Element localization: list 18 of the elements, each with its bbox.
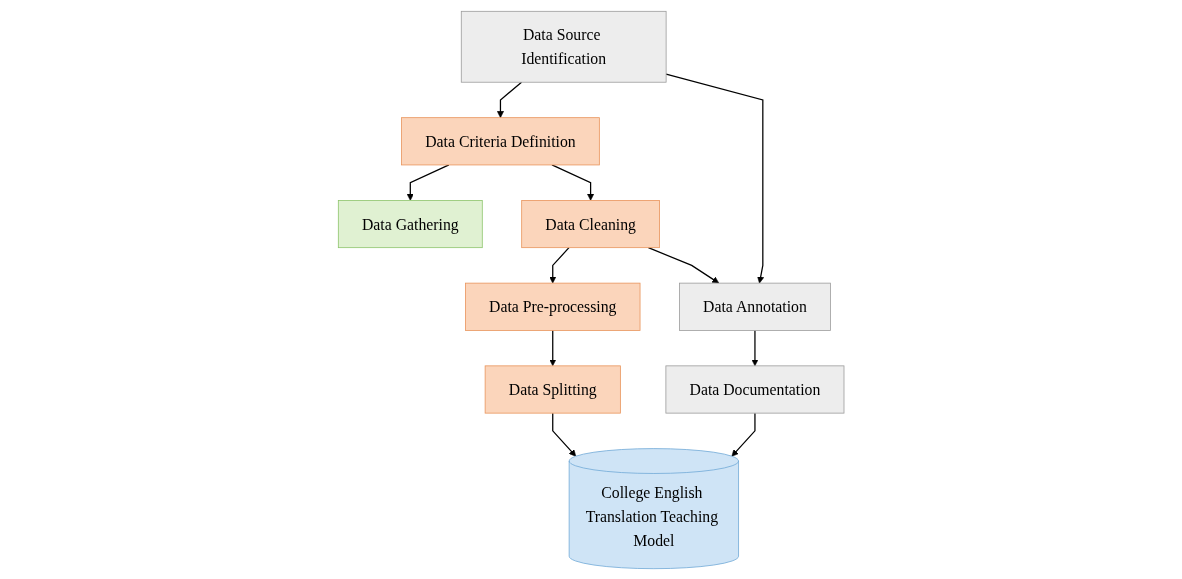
- arrow: [751, 329, 759, 366]
- node-box: Data Documentation: [665, 364, 845, 414]
- arrow: [551, 163, 594, 201]
- arrow: [665, 73, 764, 283]
- node-box: Data Annotation: [678, 282, 831, 331]
- arrow: [496, 81, 522, 118]
- arrow: [647, 246, 719, 283]
- node-box: Data Cleaning: [521, 199, 660, 248]
- arrow: [406, 163, 450, 201]
- node-box: Data Splitting: [484, 364, 621, 414]
- node-box: Data Source Identification: [460, 10, 667, 83]
- arrow: [549, 246, 570, 283]
- node-box: Data Pre-processing: [464, 282, 641, 331]
- arrow: [549, 329, 557, 366]
- node-box: Data Gathering: [337, 199, 483, 248]
- arrow: [551, 412, 576, 456]
- arrow: [731, 412, 756, 456]
- node-box: Data Criteria Definition: [401, 116, 600, 165]
